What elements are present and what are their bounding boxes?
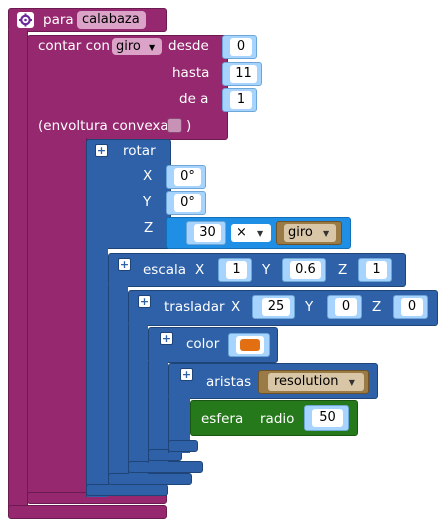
multiply-factor-value[interactable]: 30 — [194, 224, 221, 242]
scale-z-value[interactable]: 1 — [366, 261, 387, 279]
loop-by-value[interactable]: 1 — [230, 91, 252, 109]
rotate-x-value[interactable]: 0° — [174, 168, 201, 186]
color-label: color — [186, 336, 220, 352]
procedure-name-field[interactable]: calabaza — [77, 11, 146, 29]
scale-z-label: Z — [338, 262, 348, 278]
chevron-down-icon: ▼ — [348, 378, 355, 387]
edges-resolution-field[interactable]: resolution ▼ — [268, 373, 364, 391]
rotate-label: rotar — [123, 143, 156, 159]
color-stem — [148, 361, 168, 463]
giro-variable-name: giro — [288, 225, 313, 240]
loop-label: contar con — [38, 38, 110, 54]
sphere-radius-label: radio — [260, 411, 295, 427]
rotate-x-label: X — [143, 168, 153, 184]
translate-y-label: Y — [305, 299, 314, 315]
scale-block[interactable] — [108, 253, 406, 287]
scale-y-value[interactable]: 0.6 — [290, 261, 321, 279]
gear-icon[interactable] — [17, 12, 34, 28]
translate-z-value[interactable]: 0 — [401, 298, 423, 316]
chevron-down-icon: ▼ — [149, 43, 156, 52]
rotate-y-label: Y — [143, 194, 152, 210]
edges-expand-icon[interactable]: + — [180, 368, 193, 381]
multiply-operator-dropdown[interactable]: × ▼ — [231, 224, 271, 242]
procedure-bottom — [8, 505, 167, 519]
sphere-radius-value[interactable]: 50 — [312, 409, 343, 427]
edges-stem — [168, 397, 190, 453]
procedure-keyword: para — [43, 12, 74, 28]
translate-expand-icon[interactable]: + — [138, 295, 151, 308]
rotate-block[interactable] — [86, 139, 171, 249]
sphere-label: esfera — [201, 411, 244, 427]
edges-resolution-value: resolution — [274, 374, 339, 389]
loop-var-dropdown[interactable]: giro ▼ — [112, 38, 162, 55]
scale-stem — [108, 285, 128, 485]
giro-variable-field[interactable]: giro ▼ — [284, 224, 336, 242]
scale-expand-icon[interactable]: + — [118, 258, 131, 271]
loop-var: giro — [116, 39, 141, 54]
operator-symbol: × — [236, 225, 247, 240]
procedure-stem — [8, 30, 28, 510]
hull-input-slot[interactable] — [167, 118, 182, 133]
loop-stem — [27, 138, 87, 503]
rotate-z-label: Z — [144, 220, 154, 236]
translate-x-value[interactable]: 25 — [262, 298, 290, 316]
hull-label-close: ) — [186, 118, 192, 134]
scale-bottom — [108, 473, 192, 485]
rotate-expand-icon[interactable]: + — [95, 144, 108, 157]
rotate-stem — [86, 247, 108, 497]
chevron-down-icon: ▼ — [323, 229, 330, 238]
loop-to-label: hasta — [172, 65, 210, 81]
loop-from-value[interactable]: 0 — [230, 38, 252, 56]
edges-label: aristas — [206, 374, 252, 390]
loop-to-value[interactable]: 11 — [230, 65, 257, 83]
scale-y-label: Y — [262, 262, 271, 278]
rotate-bottom — [86, 484, 168, 496]
translate-y-value[interactable]: 0 — [335, 298, 357, 316]
hull-label-open: (envoltura convexa — [38, 118, 169, 134]
translate-label: trasladar — [164, 299, 225, 315]
color-swatch[interactable] — [236, 336, 264, 354]
color-expand-icon[interactable]: + — [160, 332, 173, 345]
loop-from-label: desde — [168, 38, 209, 54]
translate-x-label: X — [231, 299, 241, 315]
scale-x-label: X — [195, 262, 205, 278]
edges-bottom — [168, 440, 198, 452]
loop-by-label: de a — [179, 91, 209, 107]
chevron-down-icon: ▼ — [257, 229, 264, 238]
color-swatch-fill — [240, 339, 260, 351]
rotate-y-value[interactable]: 0° — [174, 194, 201, 212]
procedure-name: calabaza — [82, 12, 140, 27]
translate-stem — [128, 324, 148, 474]
scale-label: escala — [143, 262, 187, 278]
translate-z-label: Z — [372, 299, 382, 315]
scale-x-value[interactable]: 1 — [226, 261, 247, 279]
